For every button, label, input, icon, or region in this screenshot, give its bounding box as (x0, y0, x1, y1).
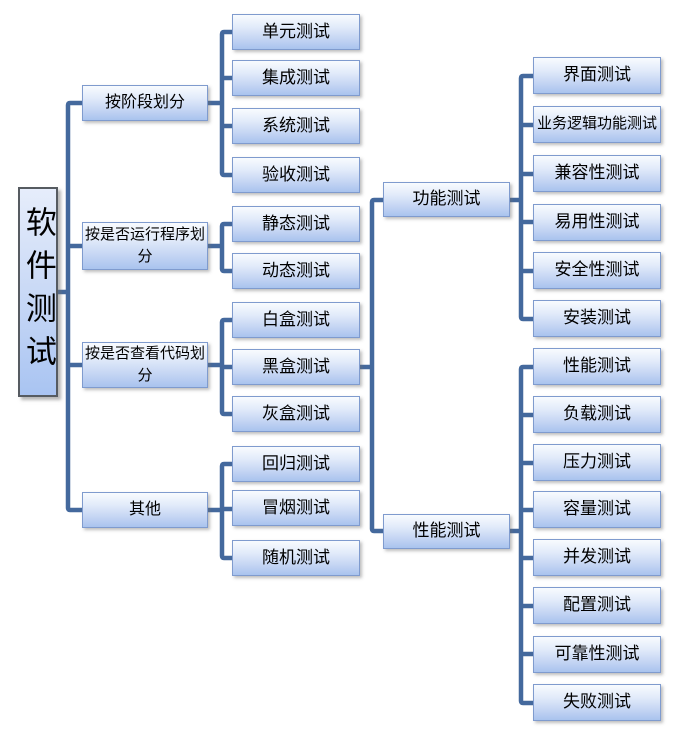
node-performance-test-leaf: 性能测试 (533, 348, 661, 385)
connector-performance-children (507, 364, 536, 706)
node-gray-box-test: 灰盒测试 (232, 396, 360, 432)
node-installation-test: 安装测试 (533, 300, 661, 337)
connector-functional-children (507, 73, 536, 322)
connector-root-trunk (55, 100, 85, 513)
node-by-run-program: 按是否运行程序划分 (82, 222, 208, 270)
node-stress-test: 压力测试 (533, 444, 661, 481)
node-security-test: 安全性测试 (533, 252, 661, 289)
node-reliability-test: 可靠性测试 (533, 636, 661, 673)
node-by-stage: 按阶段划分 (82, 85, 208, 121)
node-dynamic-test: 动态测试 (232, 253, 360, 289)
node-acceptance-test: 验收测试 (232, 157, 360, 193)
node-random-test: 随机测试 (232, 540, 360, 576)
node-smoke-test: 冒烟测试 (232, 490, 360, 526)
node-load-test: 负载测试 (533, 396, 661, 433)
connector-by-stage-children (204, 29, 235, 178)
node-system-test: 系统测试 (232, 108, 360, 144)
node-functional-test: 功能测试 (383, 182, 510, 217)
node-static-test: 静态测试 (232, 206, 360, 242)
node-capacity-test: 容量测试 (533, 491, 661, 528)
root-node-software-testing: 软件测试 (18, 187, 58, 397)
node-black-box-test: 黑盒测试 (232, 349, 360, 385)
connector-by-run-program-children (204, 221, 235, 274)
node-ui-test: 界面测试 (533, 57, 661, 94)
node-performance-test: 性能测试 (383, 514, 510, 549)
node-compatibility-test: 兼容性测试 (533, 155, 661, 192)
connector-by-code-view-children (204, 317, 235, 417)
node-concurrency-test: 并发测试 (533, 539, 661, 576)
connector-black-box-subtree (357, 197, 386, 534)
node-usability-test: 易用性测试 (533, 204, 661, 241)
node-other: 其他 (82, 492, 208, 528)
node-integration-test: 集成测试 (232, 60, 360, 96)
node-regression-test: 回归测试 (232, 446, 360, 482)
connector-other-children (204, 461, 235, 561)
node-failure-test: 失败测试 (533, 684, 661, 721)
node-business-logic-function-test: 业务逻辑功能测试 (533, 106, 661, 143)
node-unit-test: 单元测试 (232, 14, 360, 50)
node-by-code-view: 按是否查看代码划分 (82, 342, 208, 388)
node-configuration-test: 配置测试 (533, 587, 661, 624)
node-white-box-test: 白盒测试 (232, 302, 360, 338)
